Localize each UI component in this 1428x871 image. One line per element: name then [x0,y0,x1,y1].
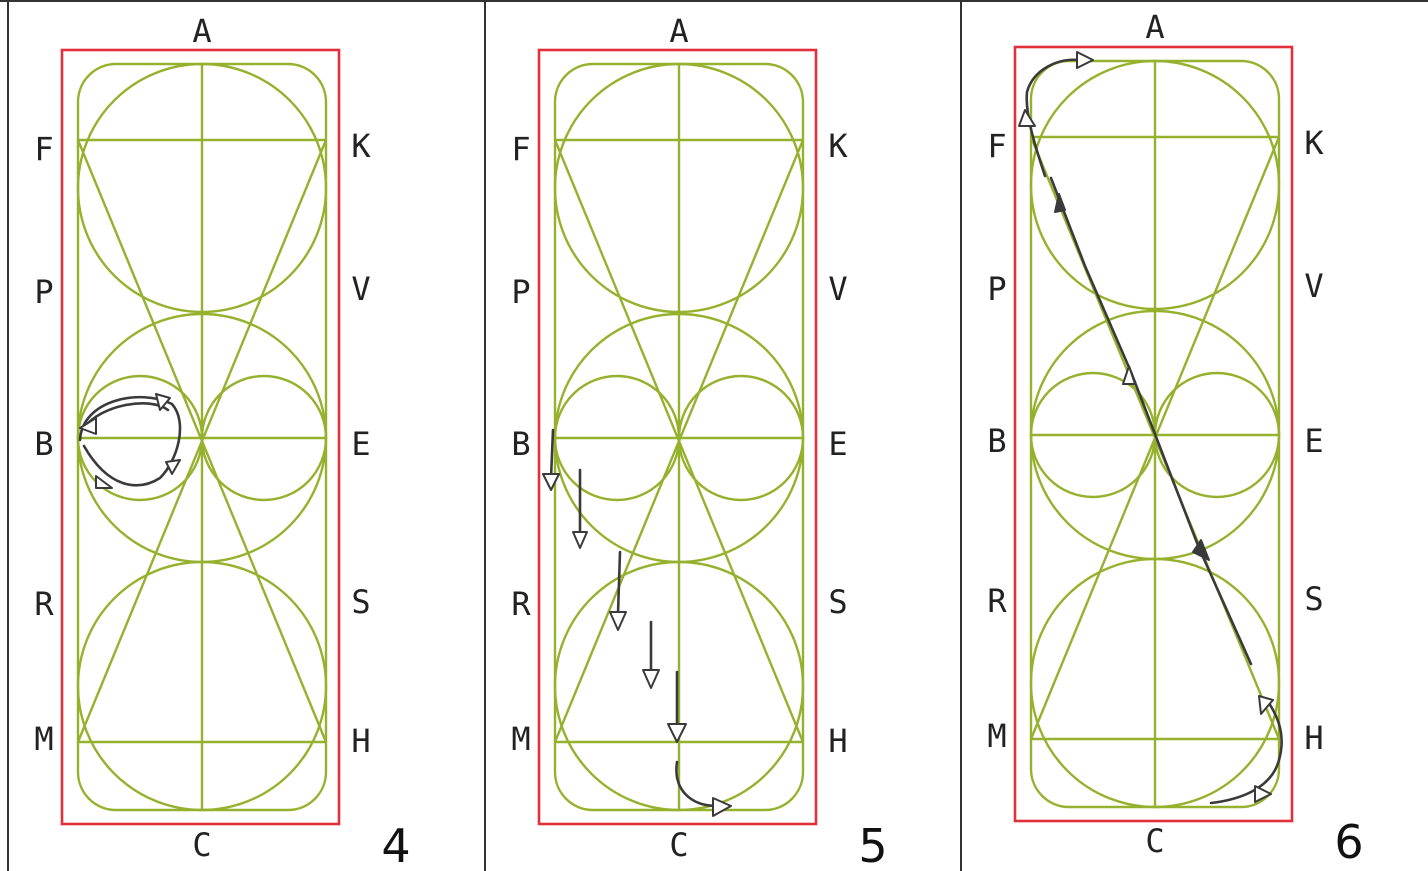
letter-right-4: S [1304,580,1323,618]
final-turn [675,760,719,808]
arrowhead [95,475,113,489]
letter-bottom: C [1145,822,1164,860]
arrowhead [1076,51,1094,69]
top-curve [1025,58,1081,178]
arrowhead [1192,539,1210,561]
letter-right-5: H [828,722,847,760]
arrowhead [609,611,627,631]
half-circle-right [200,374,328,502]
school-figures [1029,59,1281,809]
arrowhead [155,393,171,411]
panel-number: 5 [858,819,887,871]
circle-top [1029,59,1281,311]
panel-number: 4 [381,819,410,871]
arena-letters: A C F P B R M K V E S H [511,12,848,864]
letter-bottom: C [669,826,688,864]
arrowhead [642,669,660,689]
letter-left-3: B [511,425,530,463]
school-figures [76,62,328,812]
letter-right-4: S [351,583,370,621]
letter-left-3: B [987,422,1006,460]
panel-5: A C F P B R M K V E S H 5 [511,12,887,871]
volte-path [78,395,182,487]
arrowhead [165,459,181,475]
panel-6: A C F P B R M K V E S H 6 [987,8,1363,869]
leg-yield-segment [616,550,622,616]
letter-top: A [1145,8,1164,46]
letter-left-3: B [34,425,53,463]
letter-left-1: F [34,130,53,168]
circle-top [76,62,328,314]
arrowhead [1254,785,1272,803]
school-figures [553,62,805,812]
ridden-path [78,393,182,489]
letter-top: A [192,12,211,50]
letter-left-1: F [511,130,530,168]
ridden-path [542,428,732,817]
leg-yield-segment [549,428,555,480]
letter-right-3: E [1304,422,1323,460]
arrowhead [712,797,732,817]
panel-number: 6 [1334,815,1363,869]
ridden-path [1018,51,1283,805]
letter-right-2: V [351,270,370,308]
arrowhead [1122,365,1136,385]
long-diagonal [1049,176,1253,666]
bottom-curve [1209,698,1283,805]
letter-left-4: R [987,582,1007,620]
panel-4: A C F P B R M K V E S H 4 [34,12,410,871]
arrowhead [79,417,97,435]
letter-bottom: C [192,826,211,864]
arena-outline [60,48,341,826]
letter-top: A [669,12,688,50]
arrowhead [1018,109,1036,127]
letter-right-3: E [828,425,847,463]
half-circle-right [677,374,805,502]
letter-left-2: P [987,270,1006,308]
arrowhead [542,473,560,491]
letter-right-5: H [1304,719,1323,757]
arena-outline [1013,45,1294,823]
letter-left-4: R [34,585,54,623]
letter-right-5: H [351,722,370,760]
circle-bottom [1029,557,1281,809]
letter-left-2: P [34,273,53,311]
arena-letters: A C F P B R M K V E S H [34,12,371,864]
arena-letters: A C F P B R M K V E S H [987,8,1324,860]
letter-right-1: K [828,127,848,165]
arrowhead [667,723,687,743]
circle-bottom [553,560,805,812]
letter-right-2: V [1304,267,1323,305]
arena-outline [537,48,818,826]
letter-right-3: E [351,425,370,463]
letter-right-1: K [1304,124,1324,162]
letter-right-4: S [828,583,847,621]
letter-left-5: M [987,717,1006,755]
circle-top [553,62,805,314]
letter-left-5: M [511,720,530,758]
letter-left-2: P [511,273,530,311]
letter-right-1: K [351,127,371,165]
letter-left-1: F [987,127,1006,165]
letter-left-5: M [34,720,53,758]
arrowhead [1054,193,1066,213]
circle-bottom [76,560,328,812]
letter-left-4: R [511,585,531,623]
arrowhead [572,531,588,549]
arrowhead [1258,695,1274,715]
letter-right-2: V [828,270,847,308]
